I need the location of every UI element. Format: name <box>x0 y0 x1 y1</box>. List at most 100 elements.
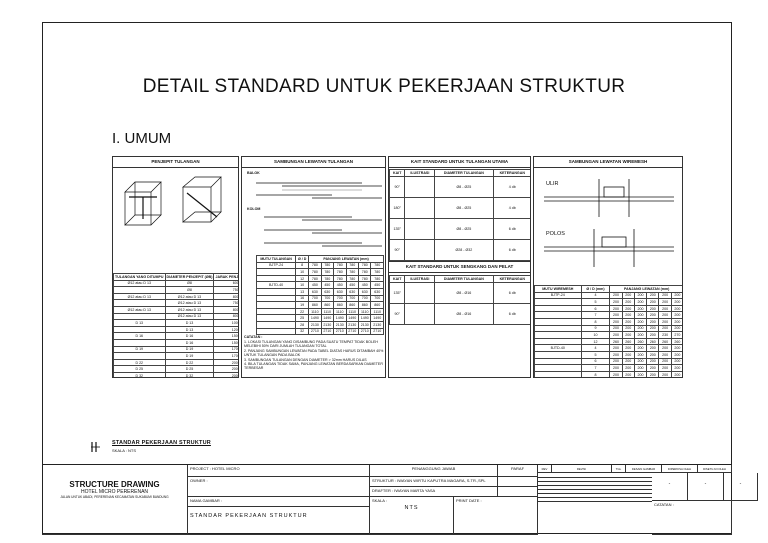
table-cell <box>534 331 582 339</box>
section-marker-icon <box>91 442 100 452</box>
table-cell: 200 <box>633 304 648 313</box>
note-item: 1. LOKASI TULANGAN YANG DISAMBUNG PADA S… <box>244 340 378 349</box>
table-cell: 800 <box>213 312 238 321</box>
table-cell: 200 <box>670 291 682 300</box>
table-cell: 22 <box>295 307 310 316</box>
table-cell <box>255 268 297 276</box>
table-cell: 1490 <box>320 314 335 322</box>
table-cell: 200 <box>621 344 635 352</box>
table-cell <box>534 298 582 306</box>
table-cell: 6 db <box>492 238 530 261</box>
table-cell <box>255 320 297 329</box>
table-cell: Ø12 atau D 13 <box>113 279 166 288</box>
table-cell: 200 <box>621 331 635 339</box>
table-cell: 200 <box>621 304 635 313</box>
title-block-logo-area: STRUCTURE DRAWING HOTEL MICRO PERERENAN … <box>42 465 188 535</box>
table-cell: 6 db <box>492 281 530 304</box>
table-cell: 200 <box>646 344 660 352</box>
table-cell <box>255 301 297 309</box>
table-header-cell: DIAMETER TULANGAN <box>434 169 494 177</box>
table-cell: Ø8 - Ø25 <box>434 217 494 240</box>
table-cell: 1000 <box>213 319 238 327</box>
table-cell <box>113 286 166 294</box>
notes-list: 1. LOKASI TULANGAN YANG DISAMBUNG PADA S… <box>244 340 385 371</box>
table-cell: D 25 <box>113 365 166 373</box>
table-cell <box>534 304 582 313</box>
table-cell: 260 <box>609 337 623 346</box>
revision-row <box>538 497 652 502</box>
table-cell: Ø12 atau D 13 <box>164 305 215 314</box>
table-cell: 200 <box>633 344 648 352</box>
table-cell: 200 <box>621 291 635 300</box>
table-cell: 200 <box>621 357 635 366</box>
owner-cell: OWNER : <box>188 477 370 497</box>
drawing-name-cell: NAMA GAMBAR : <box>188 497 370 507</box>
table-cell: 780 <box>320 274 335 283</box>
table-cell: 230 <box>658 331 672 339</box>
table-cell: 200 <box>658 324 672 333</box>
table-cell: 200 <box>670 350 682 359</box>
table-cell: 450 <box>345 281 360 289</box>
table-cell: 860 <box>320 301 335 309</box>
table-cell: 450 <box>357 281 372 289</box>
table-cell: 200 <box>646 291 660 300</box>
table-cell: 630 <box>320 287 335 296</box>
table-cell: D 13 <box>164 319 215 327</box>
table-cell: Ø8 <box>164 279 215 288</box>
table-cell: D 16 <box>164 338 215 347</box>
project-cell: PROJECT : HOTEL MICRO <box>188 465 370 477</box>
table-cell: 780 <box>370 268 384 276</box>
table-cell: 200 <box>658 298 672 306</box>
table-header-cell: Ø / D (mm) <box>580 285 611 293</box>
lap-splice-illustration <box>256 182 382 247</box>
table-header-cell: ILUSTRASI <box>404 275 436 283</box>
table-cell: D 13 <box>113 319 166 327</box>
table-cell: 200 <box>670 298 682 306</box>
table-cell: 4 db <box>492 196 530 219</box>
table-cell: D 13 <box>164 325 215 334</box>
panel-head: SAMBUNGAN LEWATAN WIREMESH <box>534 157 682 168</box>
paraf-blank-1 <box>498 477 538 487</box>
table-header-cell: KETERANGAN <box>492 169 530 177</box>
table-cell: 200 <box>621 298 635 306</box>
table-cell: 200 <box>646 311 660 319</box>
table-cell <box>404 238 436 261</box>
table-cell <box>255 294 297 303</box>
table-cell: 200 <box>633 357 648 366</box>
table-cell: 200 <box>633 370 648 377</box>
table-cell <box>404 175 436 198</box>
table-cell: 260 <box>621 337 635 346</box>
table-cell <box>113 352 166 360</box>
table-cell: 700 <box>333 294 347 303</box>
table-cell: 90° <box>389 302 406 325</box>
table-cell: 10 <box>295 281 310 289</box>
table-cell: 780 <box>308 274 322 283</box>
table-header-cell: DIAMETER PENJEPIT (ØB) <box>164 273 215 281</box>
table-cell: 200 <box>646 304 660 313</box>
table-cell: 270 <box>670 331 682 339</box>
table-cell: 2130 <box>357 320 372 329</box>
notes-title: CATATAN : <box>244 335 263 339</box>
table-cell: 200 <box>670 311 682 319</box>
table-cell: D 19 <box>164 345 215 354</box>
paraf-blank-2 <box>498 487 538 497</box>
table-cell <box>534 317 582 326</box>
table-cell: 700 <box>320 294 335 303</box>
table-cell: 13 <box>295 287 310 296</box>
table-cell: 200 <box>633 291 648 300</box>
table-cell: 260 <box>646 337 660 346</box>
table-cell: 780 <box>320 261 335 270</box>
